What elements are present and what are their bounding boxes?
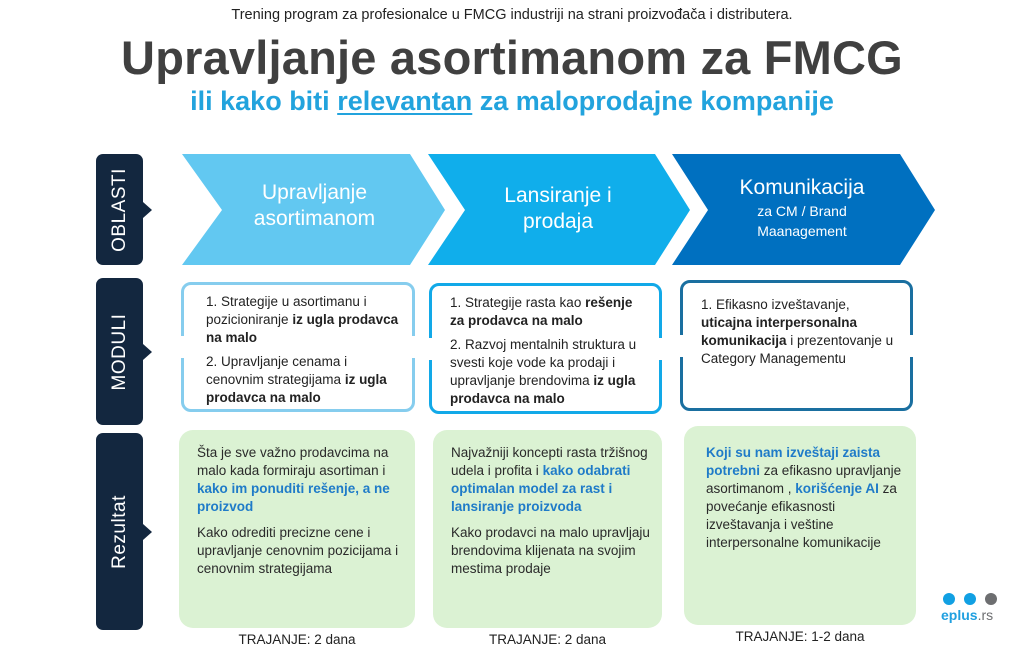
logo-dot-icon bbox=[985, 593, 997, 605]
row-label-areas: OBLASTI bbox=[96, 154, 152, 265]
logo-dot-icon bbox=[943, 593, 955, 605]
row-label-results: Rezultat bbox=[96, 433, 152, 630]
duration-1: TRAJANJE: 2 dana bbox=[238, 632, 356, 647]
module-item: 2. Upravljanje cenama i cenovnim strateg… bbox=[206, 354, 387, 405]
subtitle-post: za maloprodajne kompanije bbox=[472, 86, 834, 116]
duration-2: TRAJANJE: 2 dana bbox=[488, 632, 607, 647]
area-title: Komunikacija bbox=[739, 176, 865, 199]
subtitle-underlined: relevantan bbox=[337, 86, 473, 116]
result-box-2: Najvažniji koncepti rasta tržišnog udela… bbox=[433, 430, 662, 628]
area-title: Lansiranje i prodaja bbox=[504, 184, 612, 233]
result-box-1: Šta je sve važno prodavcima na malo kada… bbox=[179, 430, 415, 628]
logo: eplus.rs bbox=[941, 607, 994, 623]
module-item: 1. Strategije rasta kao rešenje za proda… bbox=[450, 295, 633, 328]
logo-dot-icon bbox=[964, 593, 976, 605]
row-label-text: Rezultat bbox=[108, 494, 130, 569]
module-box-3: 1. Efikasno izveštavanje, uticajna inter… bbox=[678, 280, 915, 411]
chevron-1 bbox=[182, 154, 445, 265]
duration-3: TRAJANJE: 1-2 dana bbox=[735, 629, 865, 644]
tagline: Trening program za profesionalce u FMCG … bbox=[231, 7, 793, 23]
chevron-3 bbox=[672, 154, 935, 265]
module-item: 1. Strategije u asortimanu i pozicionira… bbox=[206, 294, 399, 345]
module-item: 2. Razvoj mentalnih struktura u svesti k… bbox=[450, 337, 637, 406]
module-box-2: 1. Strategije rasta kao rešenje za proda… bbox=[427, 283, 664, 414]
area-subtitle: za CM / Brand Maanagement bbox=[757, 203, 847, 239]
row-label-modules: MODULI bbox=[96, 278, 152, 425]
area-1: Upravljanje asortimanom bbox=[222, 180, 407, 232]
area-2: Lansiranje i prodaja bbox=[478, 183, 638, 235]
area-title: Upravljanje asortimanom bbox=[253, 181, 376, 230]
result-box-3: Koji su nam izveštaji zaista potrebni za… bbox=[684, 426, 916, 625]
module-box-1: 1. Strategije u asortimanu i pozicionira… bbox=[179, 282, 417, 412]
subtitle-pre: ili kako biti bbox=[190, 86, 338, 116]
page-title: Upravljanje asortimanom za FMCG bbox=[121, 31, 903, 84]
page-subtitle: ili kako biti relevantan za maloprodajne… bbox=[0, 86, 1024, 117]
module-item: 1. Efikasno izveštavanje, uticajna inter… bbox=[701, 297, 894, 366]
chevron-2 bbox=[428, 154, 690, 265]
row-label-text: MODULI bbox=[108, 313, 130, 390]
area-3: Komunikacija za CM / Brand Maanagement bbox=[712, 175, 892, 241]
area-chevrons bbox=[182, 154, 935, 265]
